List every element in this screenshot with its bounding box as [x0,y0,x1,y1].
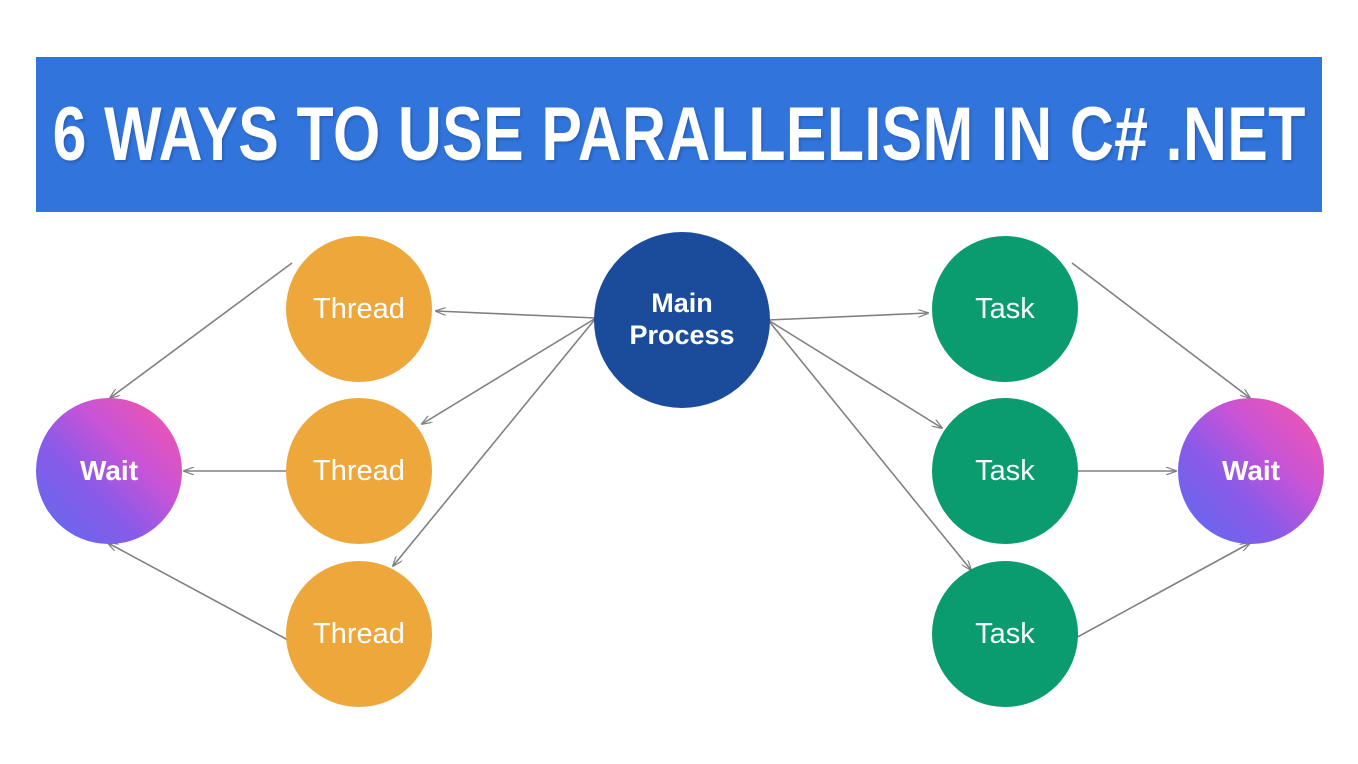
edge-task-1-to-wait-right [1071,262,1250,398]
node-thread-2[interactable]: Thread [286,398,432,544]
node-task-3[interactable]: Task [932,561,1078,707]
node-main-process[interactable]: Main Process [594,232,770,408]
edge-main-to-thread-1 [436,311,597,319]
node-main-process-label: Main Process [629,288,735,350]
node-thread-3[interactable]: Thread [286,561,432,707]
node-task-1-label: Task [975,292,1035,325]
edge-main-to-task-1 [767,313,928,321]
edge-task-3-to-wait-right [1071,543,1250,641]
edge-main-to-task-2 [767,319,942,428]
node-wait-left[interactable]: Wait [36,398,182,544]
node-thread-1-label: Thread [313,292,405,325]
node-task-2-label: Task [975,454,1035,487]
node-thread-3-label: Thread [313,617,405,650]
node-wait-right-label: Wait [1221,455,1281,487]
node-task-1[interactable]: Task [932,236,1078,382]
node-task-3-label: Task [975,617,1035,650]
edge-thread-3-to-wait-left [108,543,289,641]
node-thread-2-label: Thread [313,454,405,487]
node-thread-1[interactable]: Thread [286,236,432,382]
node-wait-left-label: Wait [79,455,139,487]
edge-main-to-thread-2 [422,317,597,424]
page-title: 6 WAYS TO USE PARALLELISM IN C# .NET [52,91,1306,177]
node-task-2[interactable]: Task [932,398,1078,544]
title-banner: 6 WAYS TO USE PARALLELISM IN C# .NET [36,57,1322,212]
edge-thread-1-to-wait-left [110,262,293,398]
node-wait-right[interactable]: Wait [1178,398,1324,544]
